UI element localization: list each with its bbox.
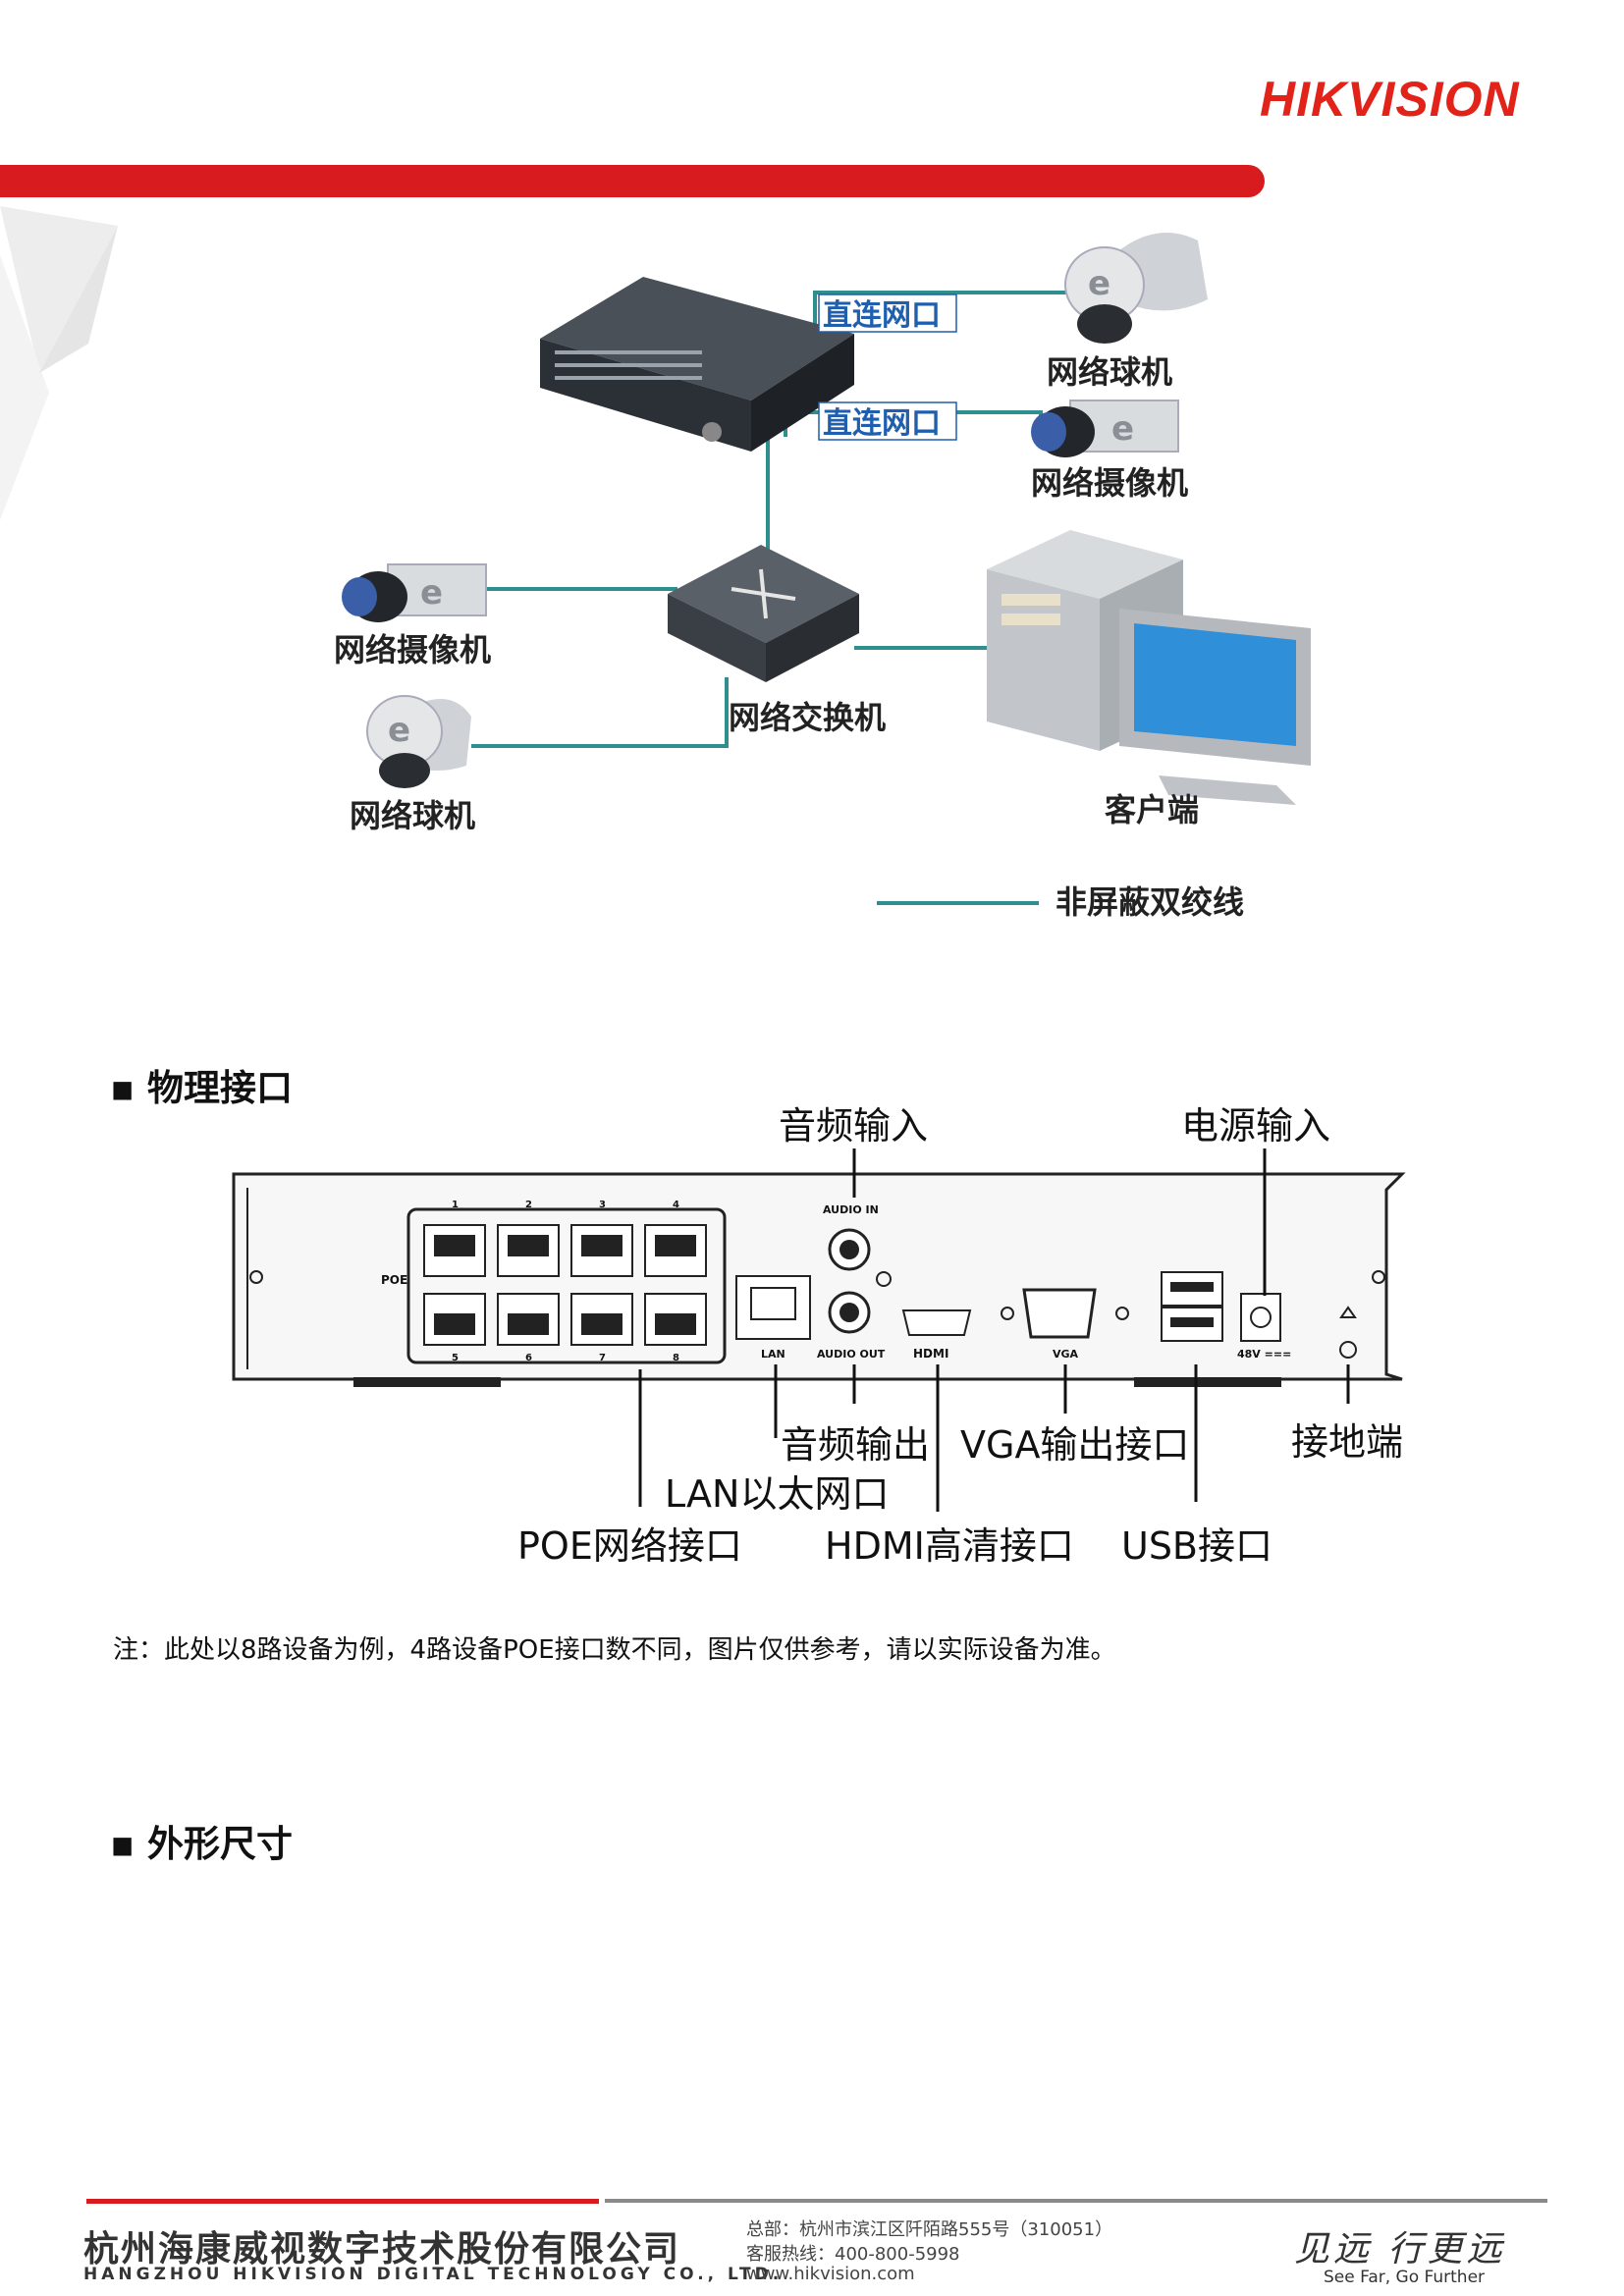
direct-port-label-2: 直连网口 — [823, 406, 941, 441]
switch-label: 网络交换机 — [729, 699, 886, 736]
bullet-camera-left-label: 网络摄像机 — [334, 631, 491, 668]
poe-callout: POE网络接口 — [517, 1524, 742, 1568]
network-topology-diagram: 直连网口 直连网口 e 网络球机 e 网络摄像机 网络交换机 e 网络摄像机 — [334, 233, 1311, 921]
svg-text:e: e — [1088, 264, 1110, 303]
header-red-band — [0, 165, 1265, 197]
bullet-camera-top-icon: e — [1031, 400, 1179, 457]
dome-camera-top-label: 网络球机 — [1047, 353, 1172, 391]
hikvision-logo: HIKVISION — [1260, 72, 1520, 127]
ground-terminal — [1339, 1306, 1357, 1359]
svg-text:4: 4 — [673, 1200, 679, 1210]
audio-in-callout: 音频输入 — [779, 1104, 928, 1148]
decorative-triangles — [0, 206, 118, 520]
audio-ports: AUDIO IN AUDIO OUT — [817, 1203, 892, 1361]
network-switch-icon — [668, 545, 859, 682]
svg-text:e: e — [420, 573, 443, 613]
footer-company-en: HANGZHOU HIKVISION DIGITAL TECHNOLOGY CO… — [83, 2265, 784, 2284]
client-label: 客户端 — [1105, 791, 1199, 828]
svg-text:LAN: LAN — [761, 1348, 785, 1361]
ground-callout: 接地端 — [1291, 1420, 1403, 1464]
footer-hotline: 客服热线：400-800-5998 — [746, 2244, 960, 2265]
svg-text:7: 7 — [599, 1353, 606, 1363]
poe-ports: POE 1 2 3 4 5 6 7 8 — [381, 1200, 727, 1364]
bullet-camera-top-label: 网络摄像机 — [1031, 464, 1188, 502]
legend-label: 非屏蔽双绞线 — [1056, 883, 1244, 921]
footer-website[interactable]: www.hikvision.com — [746, 2264, 915, 2284]
svg-text:48V ===: 48V === — [1237, 1348, 1291, 1361]
footer-slogan-en: See Far, Go Further — [1324, 2268, 1486, 2287]
lan-callout: LAN以太网口 — [665, 1472, 889, 1516]
dome-camera-left-icon: e — [366, 695, 471, 788]
direct-port-label-1: 直连网口 — [823, 298, 941, 333]
usb-ports — [1161, 1271, 1223, 1342]
svg-text:8: 8 — [673, 1353, 679, 1363]
svg-text:1: 1 — [452, 1200, 459, 1210]
bullet-camera-left-icon: e — [342, 563, 487, 622]
usb-callout: USB接口 — [1121, 1524, 1272, 1568]
svg-text:e: e — [388, 711, 410, 750]
section-title-dimensions: ▪ 外形尺寸 — [110, 1823, 293, 1865]
note-text: 注：此处以8路设备为例，4路设备POE接口数不同，图片仅供参考，请以实际设备为准… — [113, 1635, 1116, 1665]
svg-text:AUDIO IN: AUDIO IN — [823, 1203, 879, 1216]
power-in-callout: 电源输入 — [1181, 1104, 1330, 1148]
svg-text:VGA: VGA — [1053, 1348, 1079, 1361]
client-pc-icon — [987, 530, 1311, 805]
nvr-device-icon — [540, 277, 854, 452]
footer-gray-line — [605, 2199, 1547, 2203]
poe-small-label: POE — [381, 1273, 407, 1287]
svg-text:5: 5 — [452, 1353, 459, 1363]
svg-text:6: 6 — [525, 1353, 532, 1363]
svg-text:2: 2 — [525, 1200, 532, 1210]
svg-text:3: 3 — [599, 1200, 606, 1210]
section-title-physical: ▪ 物理接口 — [110, 1067, 293, 1109]
hdmi-port: HDMI — [901, 1309, 972, 1361]
hdmi-callout: HDMI高清接口 — [825, 1524, 1074, 1568]
lan-port: LAN — [735, 1275, 811, 1361]
dome-camera-top-icon: e — [1064, 233, 1208, 344]
svg-text:e: e — [1111, 409, 1134, 449]
footer-company-cn: 杭州海康威视数字技术股份有限公司 — [83, 2229, 681, 2269]
vga-port: VGA — [1001, 1288, 1129, 1361]
footer-slogan-cn: 见远 行更远 — [1294, 2229, 1506, 2269]
footer-red-line — [86, 2199, 599, 2204]
audio-out-callout: 音频输出 — [781, 1423, 930, 1467]
footer-address: 总部：杭州市滨江区阡陌路555号（310051） — [746, 2219, 1113, 2240]
vga-out-callout: VGA输出接口 — [960, 1423, 1189, 1467]
svg-text:AUDIO OUT: AUDIO OUT — [817, 1348, 886, 1361]
svg-text:HDMI: HDMI — [913, 1347, 948, 1361]
rear-panel-diagram: 音频输入 电源输入 POE 1 2 3 4 5 — [232, 1104, 1406, 1568]
leader-lines — [638, 1148, 1350, 1512]
dc-power-port: 48V === — [1237, 1293, 1291, 1361]
dome-camera-left-label: 网络球机 — [350, 797, 475, 834]
